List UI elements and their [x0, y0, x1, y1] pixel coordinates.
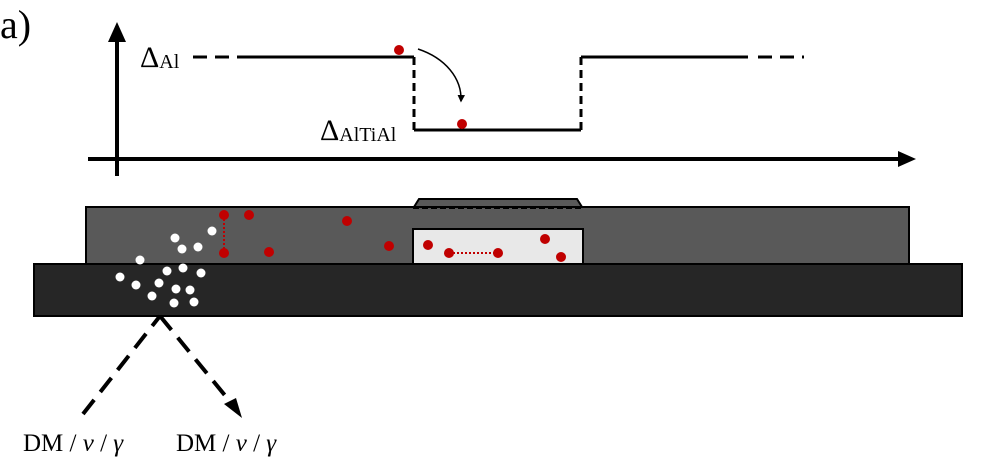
quasiparticle [342, 216, 352, 226]
quasiparticle [264, 247, 274, 257]
quasiparticle [540, 234, 550, 244]
phonon [154, 278, 164, 288]
phonon [178, 263, 188, 273]
outgoing-track-arrowhead [224, 398, 242, 418]
top-electrode-bump [412, 198, 584, 208]
x-axis-arrowhead [898, 151, 916, 167]
y-axis-arrowhead [108, 22, 126, 42]
quasiparticle-upper [394, 45, 404, 55]
phonon [189, 297, 199, 307]
phonon [207, 226, 217, 236]
phonon [185, 285, 195, 295]
outgoing-particle-label: DM / ν / γ [176, 430, 277, 457]
phonon [135, 255, 145, 265]
delta-al-label: ΔAl [140, 41, 180, 74]
delta-altial-label: ΔAlTiAl [320, 114, 397, 147]
phonon [196, 268, 206, 278]
panel-label: a) [0, 2, 31, 47]
phonon [170, 233, 180, 243]
outgoing-track [158, 314, 234, 406]
phonon [162, 266, 172, 276]
incoming-track [81, 314, 162, 416]
incoming-particle-label: DM / ν / γ [23, 430, 124, 457]
quasiparticle [244, 210, 254, 220]
quasiparticle-trapped [457, 119, 467, 129]
phonon [131, 280, 141, 290]
trapping-arrow [417, 48, 466, 103]
quasiparticle [556, 252, 566, 262]
quasiparticle [384, 241, 394, 251]
phonon [177, 244, 187, 254]
phonon [115, 272, 125, 282]
phonon [171, 284, 181, 294]
energy-axes [88, 22, 916, 176]
phonon [147, 291, 157, 301]
phonon [169, 298, 179, 308]
quasiparticle [423, 240, 433, 250]
phonons [115, 226, 217, 308]
phonon [193, 242, 203, 252]
gap-energy-profile [193, 55, 804, 132]
